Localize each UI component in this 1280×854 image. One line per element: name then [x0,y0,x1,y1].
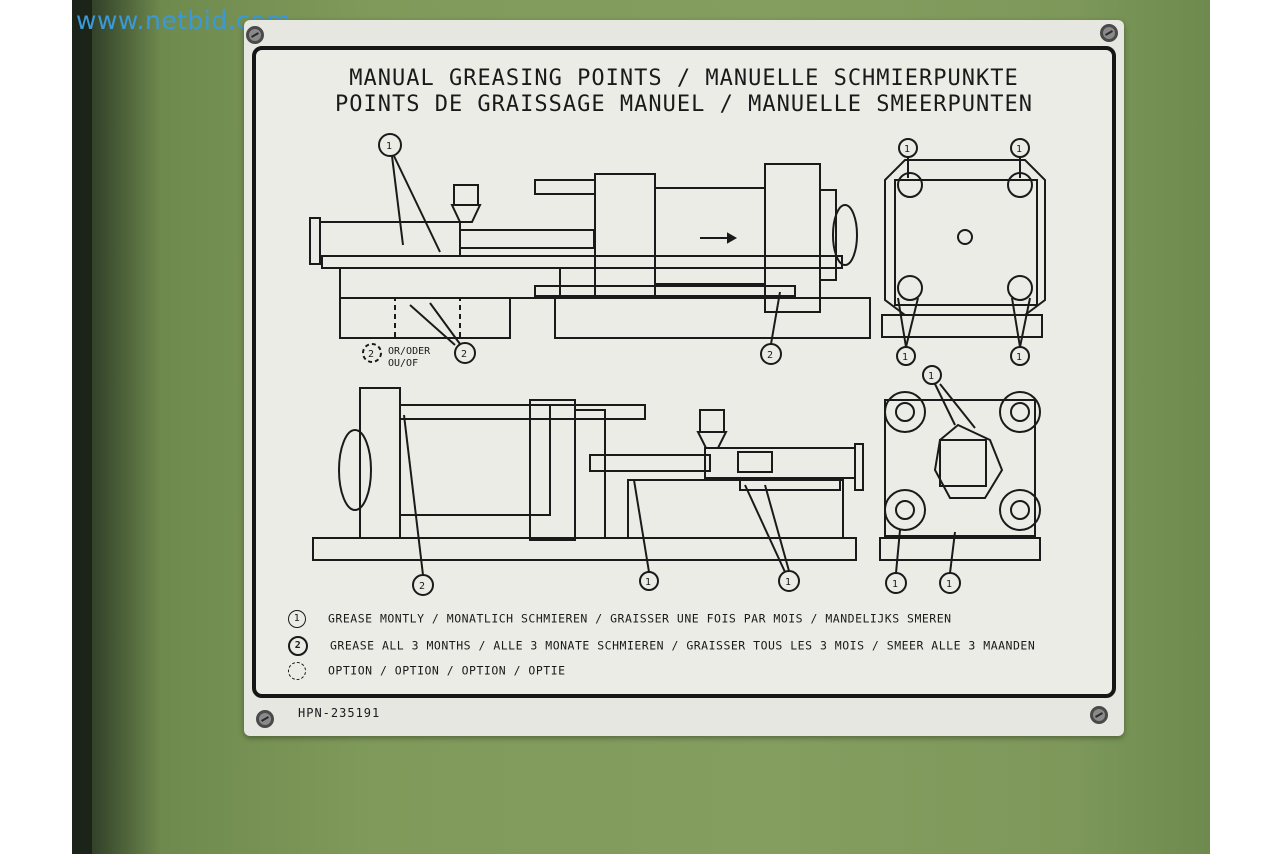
callout-1-label: 1 [946,579,952,590]
callout-1-label: 1 [386,141,392,152]
callout-1-label: 1 [645,577,651,588]
machine-base [554,297,871,339]
callout-2-label: 2 [419,581,425,592]
left-margin [0,0,72,854]
rear-platen [764,163,821,313]
plate-title-line1: MANUAL GREASING POINTS / MANUELLE SCHMIE… [349,66,1019,91]
legend-row-monthly: 1 GREASE MONTLY / MONATLICH SCHMIEREN / G… [288,610,952,628]
plate-title-line2: POINTS DE GRAISSAGE MANUEL / MANUELLE SM… [334,92,1033,117]
hopper [450,204,482,223]
or-oder-label: OR/ODER [388,346,431,357]
injection-barrel [459,229,595,249]
screw-icon [1100,24,1118,42]
callout-1-label: 1 [1016,352,1022,363]
legend-mark-1: 1 [288,610,306,628]
callout-2-label: 2 [767,350,773,361]
legend-row-quarterly: 2 GREASE ALL 3 MONTHS / ALLE 3 MONATE SCH… [288,636,1035,656]
callout-1-label: 1 [928,371,934,382]
callout-1-label: 1 [904,144,910,155]
callout-1-label: 1 [785,577,791,588]
callout-2-label: 2 [461,349,467,360]
part-number: HPN-235191 [298,706,381,720]
moving-platen [594,173,656,299]
callout-2-label: 2 [368,349,374,360]
screw-icon [246,26,264,44]
clamp-cylinder [654,187,766,285]
ou-of-label: OU/OF [388,358,418,369]
legend-text-option: OPTION / OPTION / OPTION / OPTIE [328,663,566,678]
bottom-injection-cylinder [704,447,856,479]
legend-text-quarterly: GREASE ALL 3 MONTHS / ALLE 3 MONATE SCHM… [330,638,1036,653]
tie-bar [534,179,596,195]
panel-edge-shadow [72,0,92,854]
optional-point-box [394,297,461,339]
machine-bed-top [321,255,843,269]
screw-icon [256,710,274,728]
legend-text-monthly: GREASE MONTLY / MONATLICH SCHMIEREN / GR… [328,611,952,626]
hopper-top [453,184,479,206]
callout-1-label: 1 [892,579,898,590]
callout-1-label: 1 [1016,144,1022,155]
callout-1-label: 1 [902,352,908,363]
legend-mark-option [288,662,306,680]
screw-icon [1090,706,1108,724]
platen-end-view [884,159,1046,316]
legend-row-option: OPTION / OPTION / OPTION / OPTIE [288,662,566,680]
right-margin [1210,0,1280,854]
legend-mark-2: 2 [288,636,308,656]
